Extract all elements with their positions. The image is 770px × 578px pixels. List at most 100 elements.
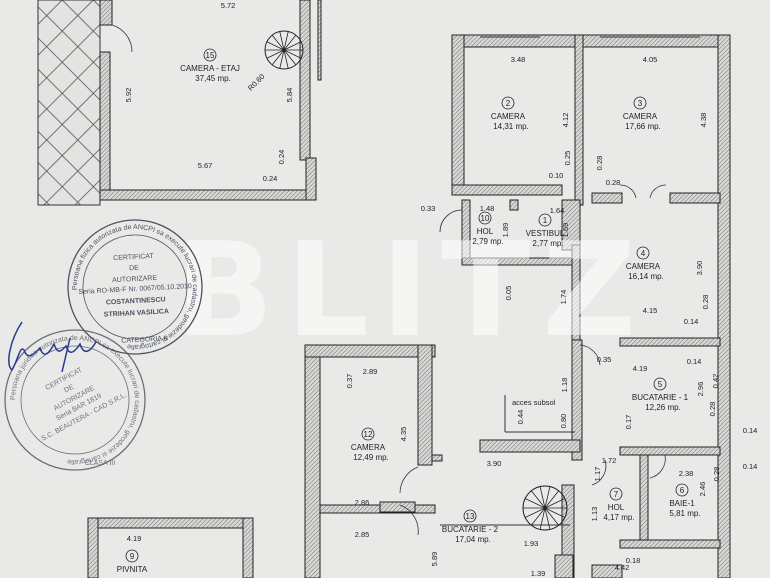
dimension-label: 5.84	[285, 88, 294, 103]
dimension-label: 0.33	[421, 204, 436, 213]
wall	[619, 337, 721, 347]
wall	[319, 504, 436, 514]
door-swing	[649, 184, 667, 199]
wall	[87, 517, 254, 529]
stair-step	[283, 49, 289, 69]
stair-step	[544, 507, 565, 518]
wall	[591, 564, 623, 578]
dimension-label: 0.42	[711, 374, 720, 389]
room-area: 14,31 mp.	[493, 122, 529, 131]
stamp-line: S.C. BEAUTERA - CAD S.R.L.	[40, 392, 127, 443]
dimension-label: 4.15	[643, 306, 658, 315]
wall	[717, 34, 731, 578]
spiral-stair-upper	[264, 30, 304, 70]
stair-step	[266, 41, 285, 51]
dimension-label: R0.60	[246, 72, 267, 93]
dimension-label: 1.74	[559, 290, 568, 305]
door-swing	[579, 344, 601, 366]
room-area: 17,66 mp.	[625, 122, 661, 131]
room-number: 1	[543, 216, 548, 225]
stamp-category: CATEGORIA B	[121, 335, 169, 344]
wall	[574, 34, 584, 206]
signature	[8, 321, 97, 373]
stair-step	[530, 507, 546, 526]
stair-step	[283, 49, 302, 59]
room-number: 7	[614, 490, 619, 499]
stair-step	[283, 49, 297, 66]
room-area: 16,14 mp.	[628, 272, 664, 281]
wall	[509, 199, 519, 211]
door-swing	[591, 459, 607, 486]
dimension-label: 0.05	[504, 286, 513, 301]
room-name: CAMERA	[623, 112, 658, 121]
dimension-label: 5.92	[124, 88, 133, 103]
dimension-label: 0.28	[606, 178, 621, 187]
dimension-label: 4.42	[615, 563, 630, 572]
dimension-label: 1.17	[593, 467, 602, 482]
room-number: 13	[466, 512, 475, 521]
wall	[431, 454, 443, 462]
dimension-label: 1.72	[602, 456, 617, 465]
dimension-label: 2.89	[363, 367, 378, 376]
room-area: 2,79 mp.	[472, 237, 503, 246]
room-number: 6	[680, 486, 685, 495]
dimension-label: 2.85	[355, 530, 370, 539]
dimension-label: 0.37	[345, 374, 354, 389]
dimension-label: 5.89	[430, 552, 439, 567]
dimension-label: 5.72	[221, 1, 236, 10]
dimension-label: 4.35	[399, 427, 408, 442]
room-number-circle	[675, 483, 689, 497]
dimension-label: 0.28	[595, 156, 604, 171]
room-number: 9	[130, 552, 135, 561]
stamp-line: STRIHAN VASILICA	[104, 308, 169, 318]
wall	[669, 192, 721, 204]
room-number-circle	[636, 246, 650, 260]
stair-step	[525, 507, 546, 518]
room-name: CAMERA	[491, 112, 526, 121]
stair-step	[283, 41, 302, 51]
stair-step	[544, 490, 560, 509]
wall	[304, 344, 321, 578]
door-swing	[649, 454, 666, 479]
dimension-label: 1.64	[550, 206, 565, 215]
dimension-label: 1.89	[501, 223, 510, 238]
room-area: 12,49 mp.	[353, 453, 389, 462]
room-name: CAMERA	[351, 443, 386, 452]
dimension-label: 0.14	[687, 357, 702, 366]
room-area: 12,26 mp.	[645, 403, 681, 412]
dimension-lines	[440, 36, 700, 526]
dimension-label: 1.18	[560, 378, 569, 393]
door-swing	[439, 209, 463, 233]
dimension-label: 0.80	[559, 414, 568, 429]
room-area: 5,81 mp.	[669, 509, 700, 518]
doors	[111, 24, 667, 536]
stair-step	[279, 49, 285, 69]
stair-step	[279, 31, 285, 51]
dimension-label: 1.13	[590, 507, 599, 522]
wall	[299, 0, 311, 161]
dimension-label: 4.19	[633, 364, 648, 373]
dimension-label: 1.48	[480, 204, 495, 213]
dimension-label: 0.10	[549, 171, 564, 180]
room-number: 10	[481, 214, 490, 223]
basement-access-label: acces subsol	[512, 398, 556, 407]
dimension-label: 0.28	[701, 295, 710, 310]
stamp-line: DE	[129, 265, 139, 273]
stair-step	[271, 34, 285, 51]
dimension-label: 1.93	[524, 539, 539, 548]
stamp-line: AUTORIZARE	[112, 275, 158, 284]
dimension-label: 3.90	[695, 261, 704, 276]
dimension-label: 0.35	[597, 355, 612, 364]
wall	[451, 184, 563, 196]
room-area: 2,77 mp.	[532, 239, 563, 248]
room-name: BUCATARIE - 2	[442, 525, 499, 534]
stair-step	[525, 498, 546, 509]
door-swing	[111, 24, 133, 53]
wall	[619, 446, 721, 456]
dimension-label: 4.12	[561, 113, 570, 128]
wall	[639, 454, 649, 546]
